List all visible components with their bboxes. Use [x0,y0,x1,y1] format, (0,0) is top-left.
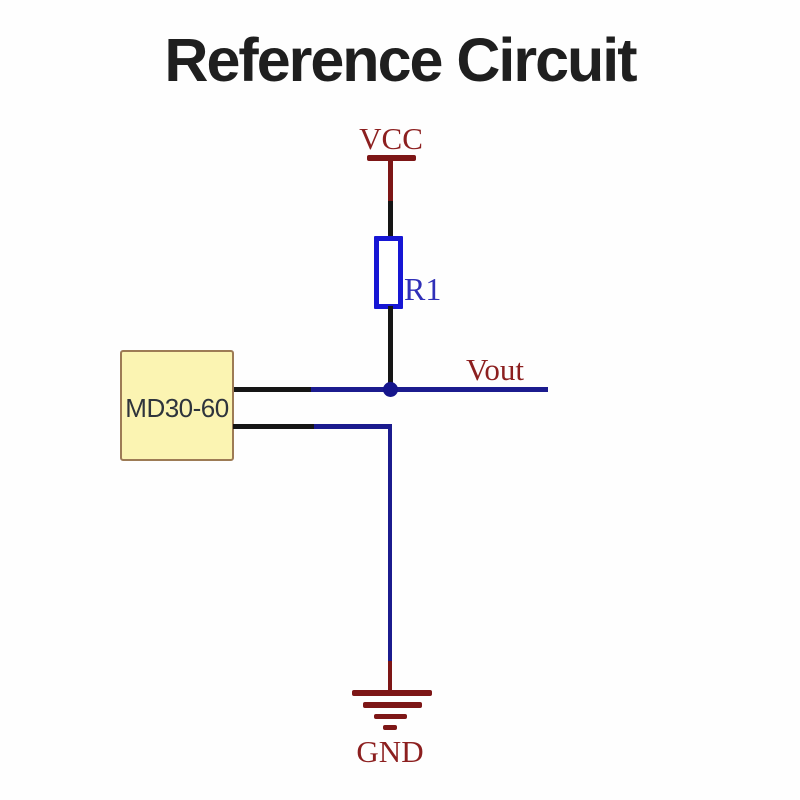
wire-vcc-to-resistor [388,201,393,237]
page-title: Reference Circuit [164,26,637,94]
junction-dot [383,382,398,397]
wire-resistor-to-junction [388,306,393,384]
wire-component-pin2 [233,424,314,429]
wire-down-to-ground [387,424,392,661]
component-md30-60: MD30-60 [120,350,234,461]
ground-bar-4-icon [383,725,397,730]
vcc-net-label: VCC [359,121,423,156]
resistor-r1-body [374,236,403,309]
component-md30-60-label: MD30-60 [125,393,229,423]
gnd-net-label: GND [356,734,424,769]
wire-vout-net [311,387,548,392]
wire-vcc-stub [388,158,393,202]
ground-bar-3-icon [374,714,407,719]
wire-ground-stub [387,661,392,693]
vout-net-label: Vout [466,352,525,387]
resistor-r1-label: R1 [404,271,442,307]
ground-bar-2-icon [363,702,422,708]
wire-component-pin1 [233,387,311,392]
ground-bar-1-icon [352,690,432,696]
wire-pin2-to-corner [314,424,392,429]
